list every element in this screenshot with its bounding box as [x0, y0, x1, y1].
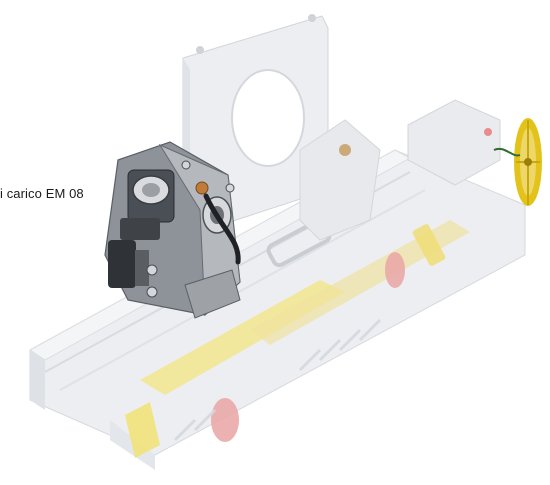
load-brake-em08 [104, 141, 241, 319]
handwheel [514, 118, 542, 206]
end-unit [407, 99, 542, 206]
rail-mechanism [125, 218, 470, 458]
caption-label: i carico EM 08 [0, 186, 84, 201]
